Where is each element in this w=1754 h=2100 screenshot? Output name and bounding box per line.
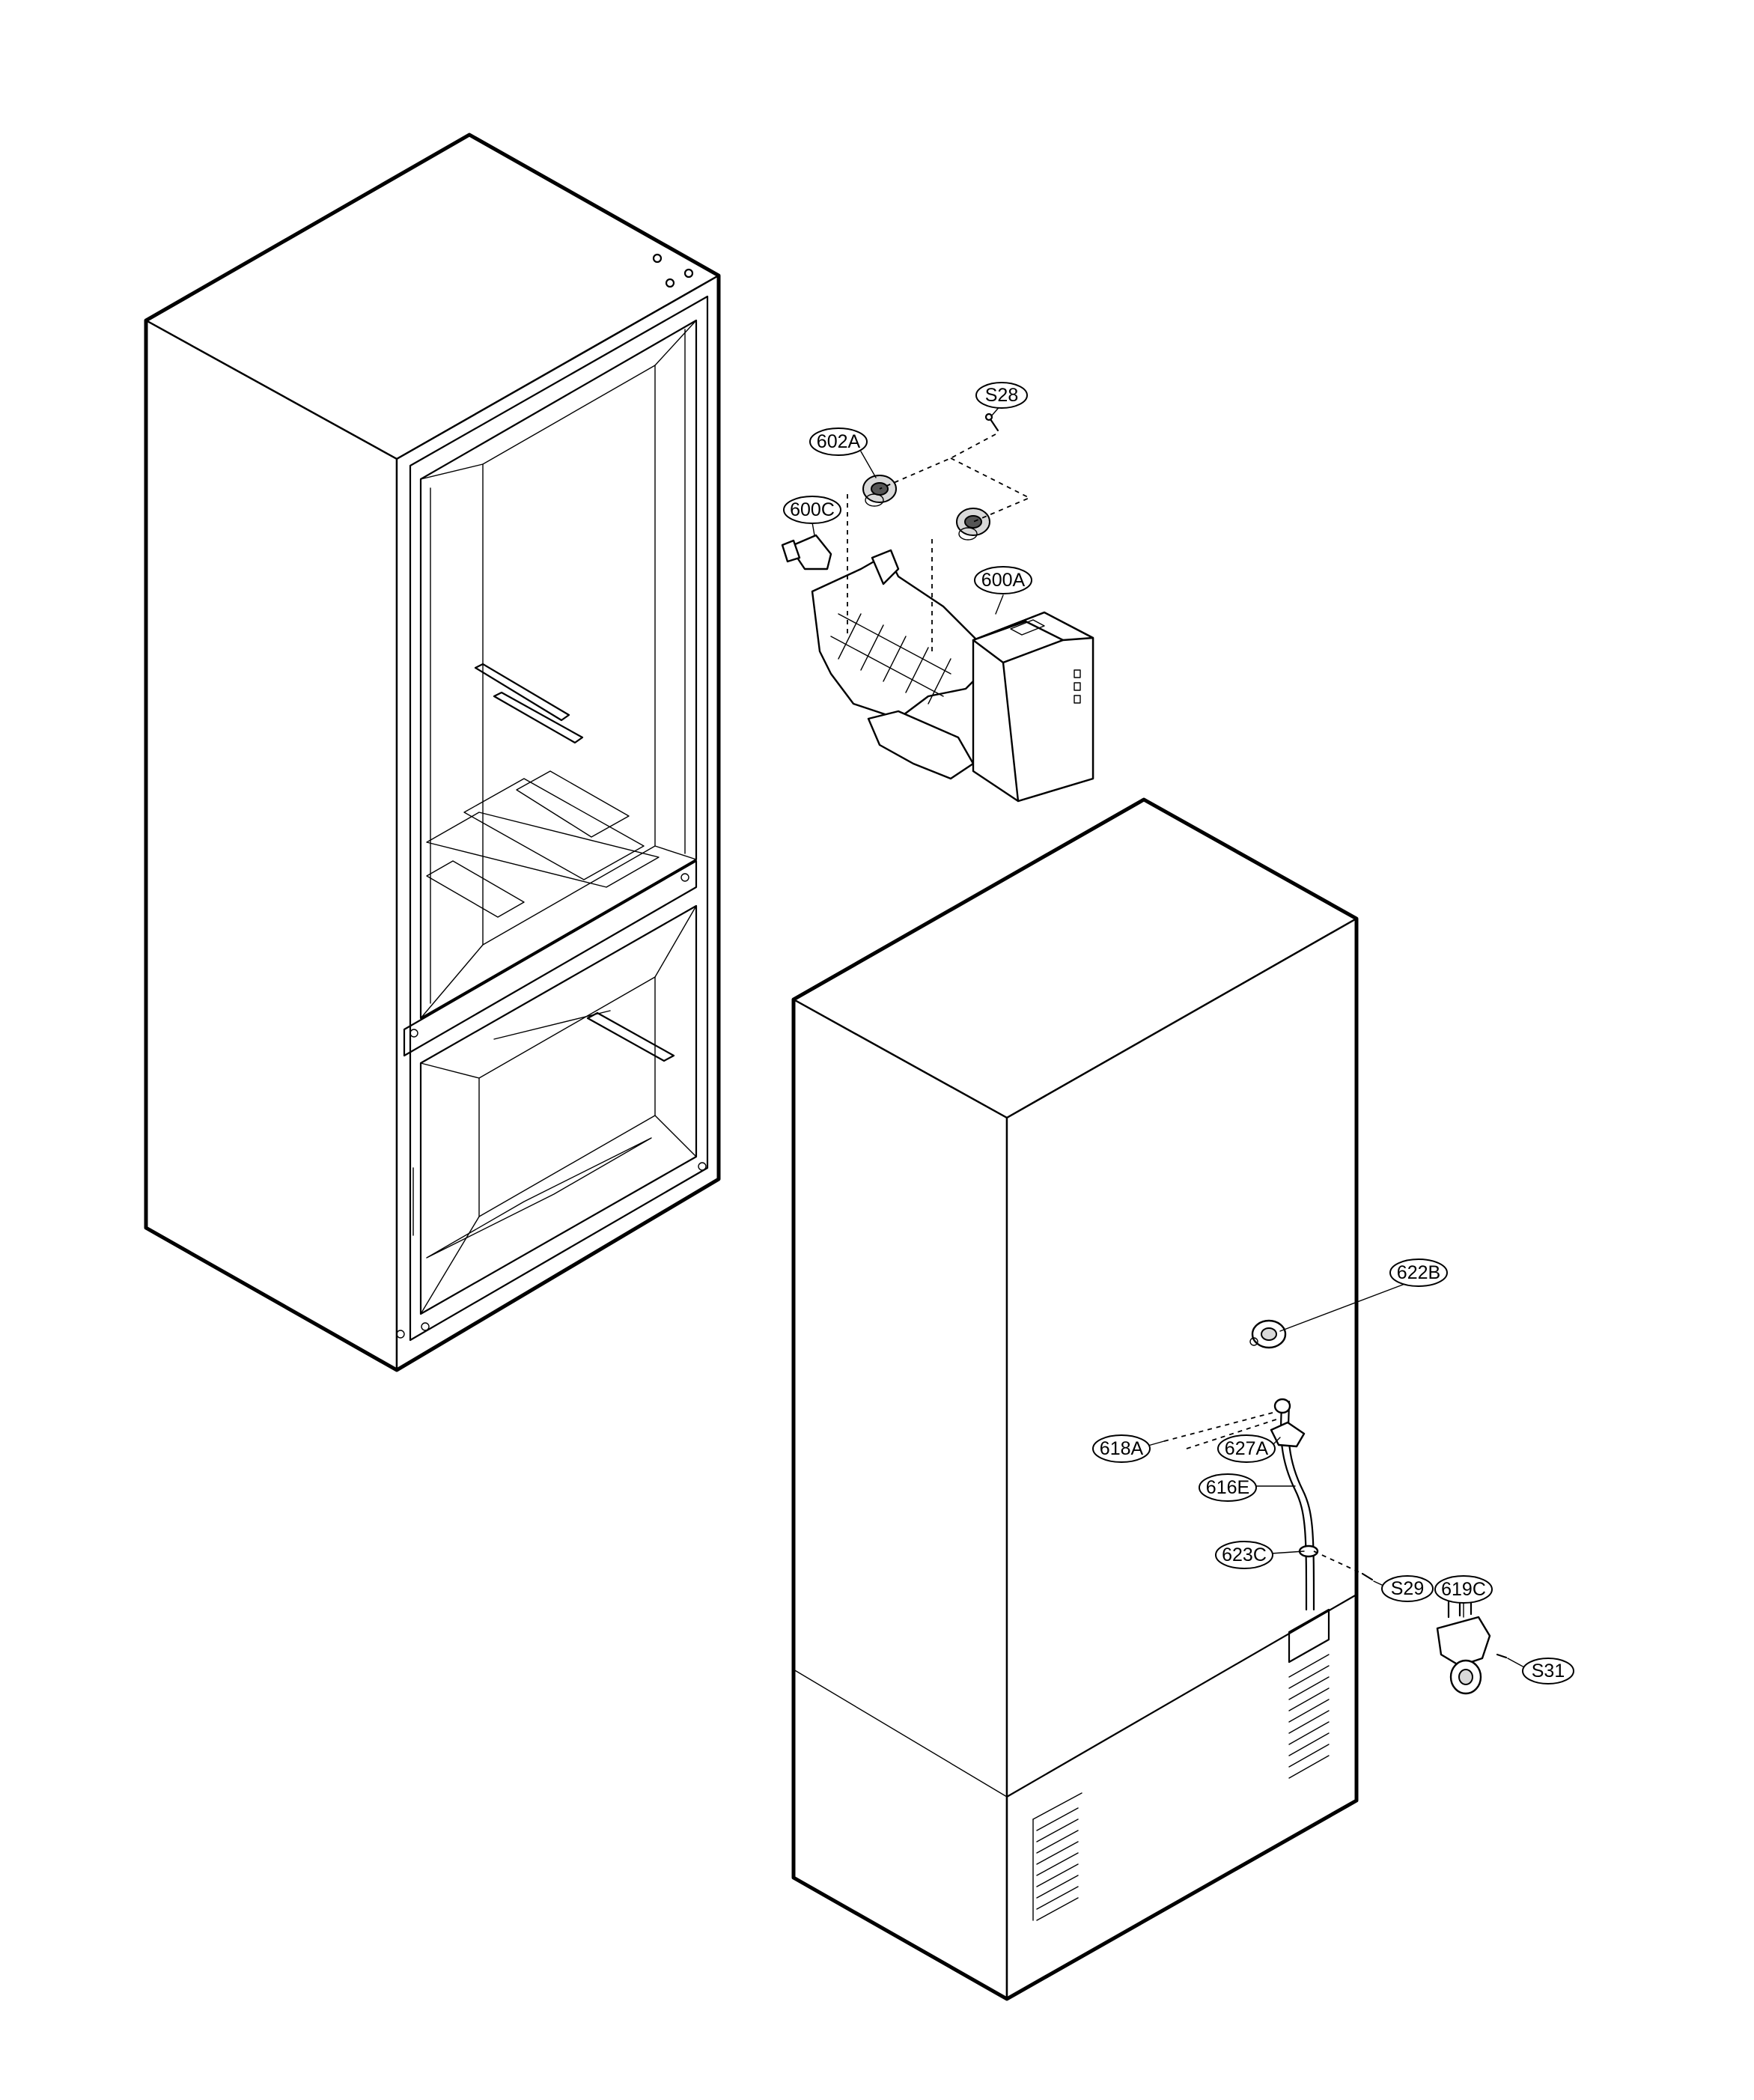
callout-s29-label: S29: [1391, 1578, 1424, 1599]
callout-600a: 600A: [974, 566, 1032, 594]
cabinet-rear-view: [791, 797, 1508, 2001]
callout-623c-label: 623C: [1222, 1544, 1267, 1565]
callout-s28: S28: [975, 382, 1028, 409]
back-louvers: [1288, 1608, 1330, 1779]
callout-618a-label: 618A: [1100, 1438, 1144, 1459]
callout-627a-label: 627A: [1225, 1438, 1269, 1459]
callout-602a: 602A: [809, 427, 868, 456]
cabinet-front-view: [144, 133, 721, 1372]
leader-lines: [811, 404, 1526, 1669]
callout-602a-label: 602A: [817, 431, 861, 452]
callout-623c: 623C: [1215, 1541, 1273, 1569]
callout-618a: 618A: [1092, 1434, 1151, 1463]
callout-616e-label: 616E: [1206, 1477, 1249, 1498]
callout-600c: 600C: [783, 496, 841, 524]
callout-s31-label: S31: [1532, 1661, 1565, 1681]
side-louvers: [1032, 1792, 1082, 1921]
callout-s29: S29: [1381, 1575, 1434, 1602]
callout-600c-label: 600C: [790, 499, 835, 520]
ice-maker-assembly: [781, 413, 1094, 803]
callout-s28-label: S28: [985, 385, 1018, 406]
callout-622b-label: 622B: [1397, 1262, 1440, 1283]
callout-619c: 619C: [1434, 1575, 1493, 1604]
callout-627a: 627A: [1217, 1434, 1276, 1463]
callout-600a-label: 600A: [981, 570, 1026, 591]
callout-619c-label: 619C: [1441, 1579, 1486, 1600]
callout-616e: 616E: [1199, 1473, 1257, 1502]
callout-622b: 622B: [1389, 1259, 1448, 1287]
callout-s31: S31: [1522, 1658, 1574, 1684]
